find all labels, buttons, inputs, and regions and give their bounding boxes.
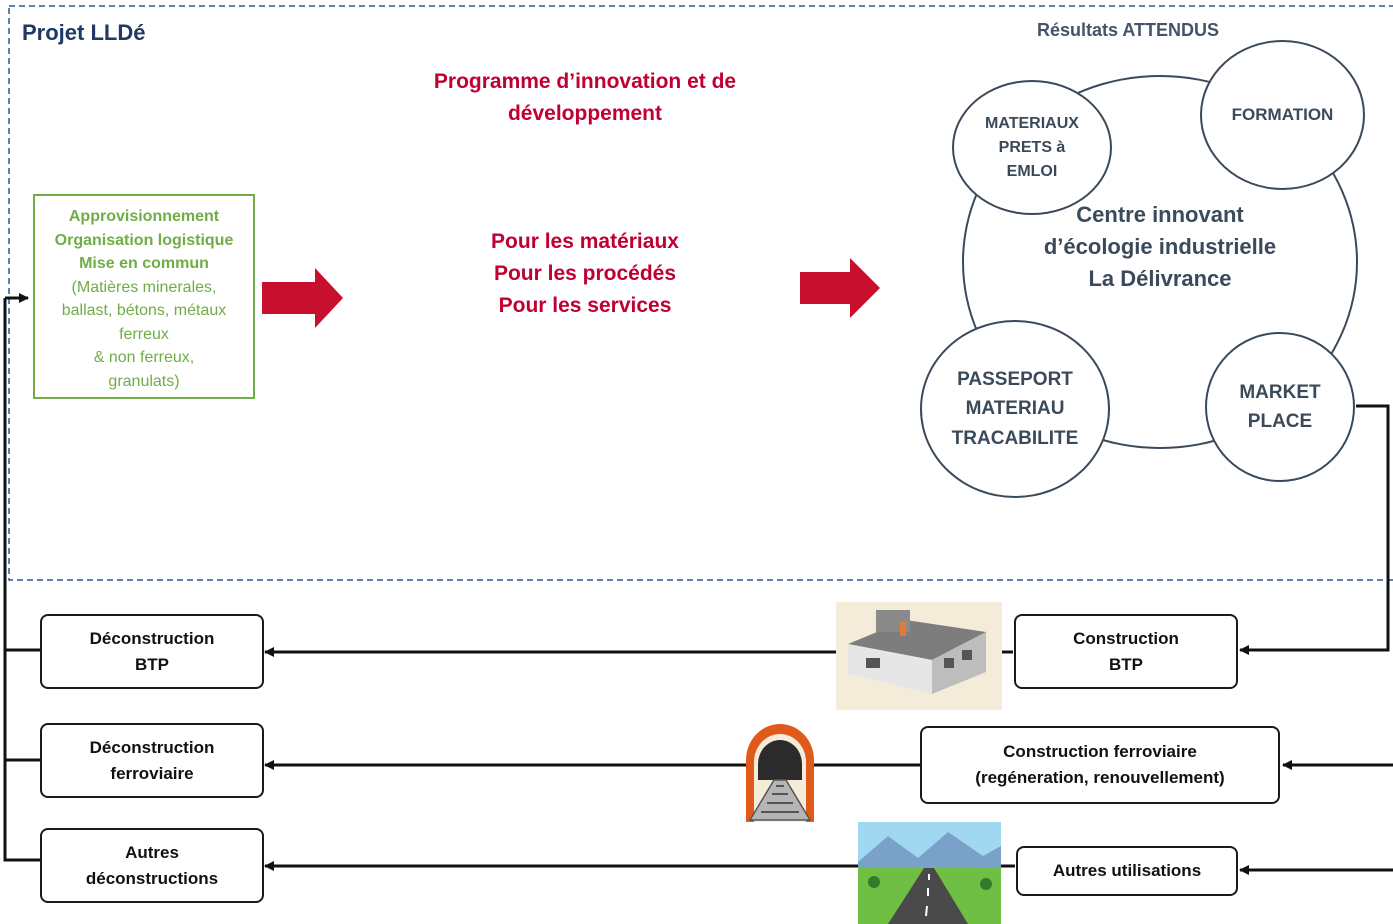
supply-line: granulats) bbox=[108, 372, 180, 390]
supply-box: Approvisionnement Organisation logistiqu… bbox=[33, 194, 255, 399]
box-line: Autres bbox=[125, 842, 179, 862]
market-output-line bbox=[1239, 404, 1390, 655]
circle-line: FORMATION bbox=[1231, 105, 1334, 124]
railway-tunnel-illustration bbox=[746, 724, 814, 822]
box-line: déconstructions bbox=[85, 868, 219, 888]
supply-line: & non ferreux, bbox=[93, 349, 195, 366]
box-line: ferroviaire bbox=[110, 763, 194, 783]
box-construction-ferroviaire: Construction ferroviaire (regéneration, r… bbox=[920, 726, 1280, 804]
supply-line: (Matières minerales, bbox=[71, 278, 217, 296]
supply-line: Organisation logistique bbox=[54, 231, 234, 249]
circle-line: PLACE bbox=[1247, 411, 1313, 432]
target-processes: Pour les procédés bbox=[493, 262, 677, 285]
circle-line: TRACABILITE bbox=[951, 427, 1079, 449]
box-line: Autres utilisations bbox=[1052, 861, 1202, 880]
box-line: Déconstruction bbox=[89, 737, 215, 757]
supply-line: ferreux bbox=[119, 325, 169, 343]
box-line: (regéneration, renouvellement) bbox=[975, 768, 1225, 787]
supply-line: Approvisionnement bbox=[68, 208, 220, 225]
box-line: Construction bbox=[1073, 628, 1179, 648]
circle-materiaux: MATERIAUX PRETS à EMLOI bbox=[952, 80, 1112, 215]
house-illustration bbox=[836, 602, 1002, 710]
project-title: Projet LLDé bbox=[22, 20, 146, 45]
program-targets: Pour les matériaux Pour les procédés Pou… bbox=[440, 226, 730, 322]
box-line: BTP bbox=[1109, 654, 1143, 674]
red-arrow-2 bbox=[800, 258, 880, 318]
box-autres-deconstructions: Autres déconstructions bbox=[40, 828, 264, 903]
box-line: Déconstruction bbox=[89, 628, 215, 648]
circle-line: MATERIAUX bbox=[985, 114, 1079, 132]
project-frame bbox=[8, 5, 1393, 581]
program-heading-line: Programme d’innovation et de bbox=[433, 70, 737, 93]
circle-line: MARKET bbox=[1239, 382, 1321, 403]
red-arrow-1 bbox=[262, 268, 343, 328]
box-line: Construction ferroviaire bbox=[1003, 742, 1197, 761]
box-line: BTP bbox=[135, 654, 169, 674]
circle-passeport: PASSEPORT MATERIAU TRACABILITE bbox=[920, 320, 1110, 498]
circle-line: MATERIAU bbox=[965, 398, 1065, 420]
results-title: Résultats ATTENDUS bbox=[1036, 20, 1220, 40]
center-line: d’écologie industrielle bbox=[1043, 234, 1277, 259]
program-heading: Programme d’innovation et de développeme… bbox=[400, 66, 770, 130]
road-landscape-illustration bbox=[858, 822, 1001, 924]
target-materials: Pour les matériaux bbox=[491, 230, 679, 253]
circle-market-place: MARKET PLACE bbox=[1205, 332, 1355, 482]
box-deconstruction-ferroviaire: Déconstruction ferroviaire bbox=[40, 723, 264, 798]
program-heading-line: développement bbox=[507, 102, 663, 125]
supply-line: Mise en commun bbox=[79, 255, 209, 272]
left-return-line bbox=[3, 298, 40, 862]
circle-line: PASSEPORT bbox=[957, 368, 1073, 390]
circle-line: EMLOI bbox=[1006, 162, 1058, 180]
center-line: Centre innovant bbox=[1076, 202, 1244, 227]
circle-formation: FORMATION bbox=[1200, 40, 1365, 190]
circle-line: PRETS à bbox=[998, 138, 1066, 156]
target-services: Pour les services bbox=[498, 294, 672, 317]
supply-line: ballast, bétons, métaux bbox=[61, 302, 227, 319]
box-autres-utilisations: Autres utilisations bbox=[1016, 846, 1238, 896]
center-line: La Délivrance bbox=[1088, 266, 1232, 291]
